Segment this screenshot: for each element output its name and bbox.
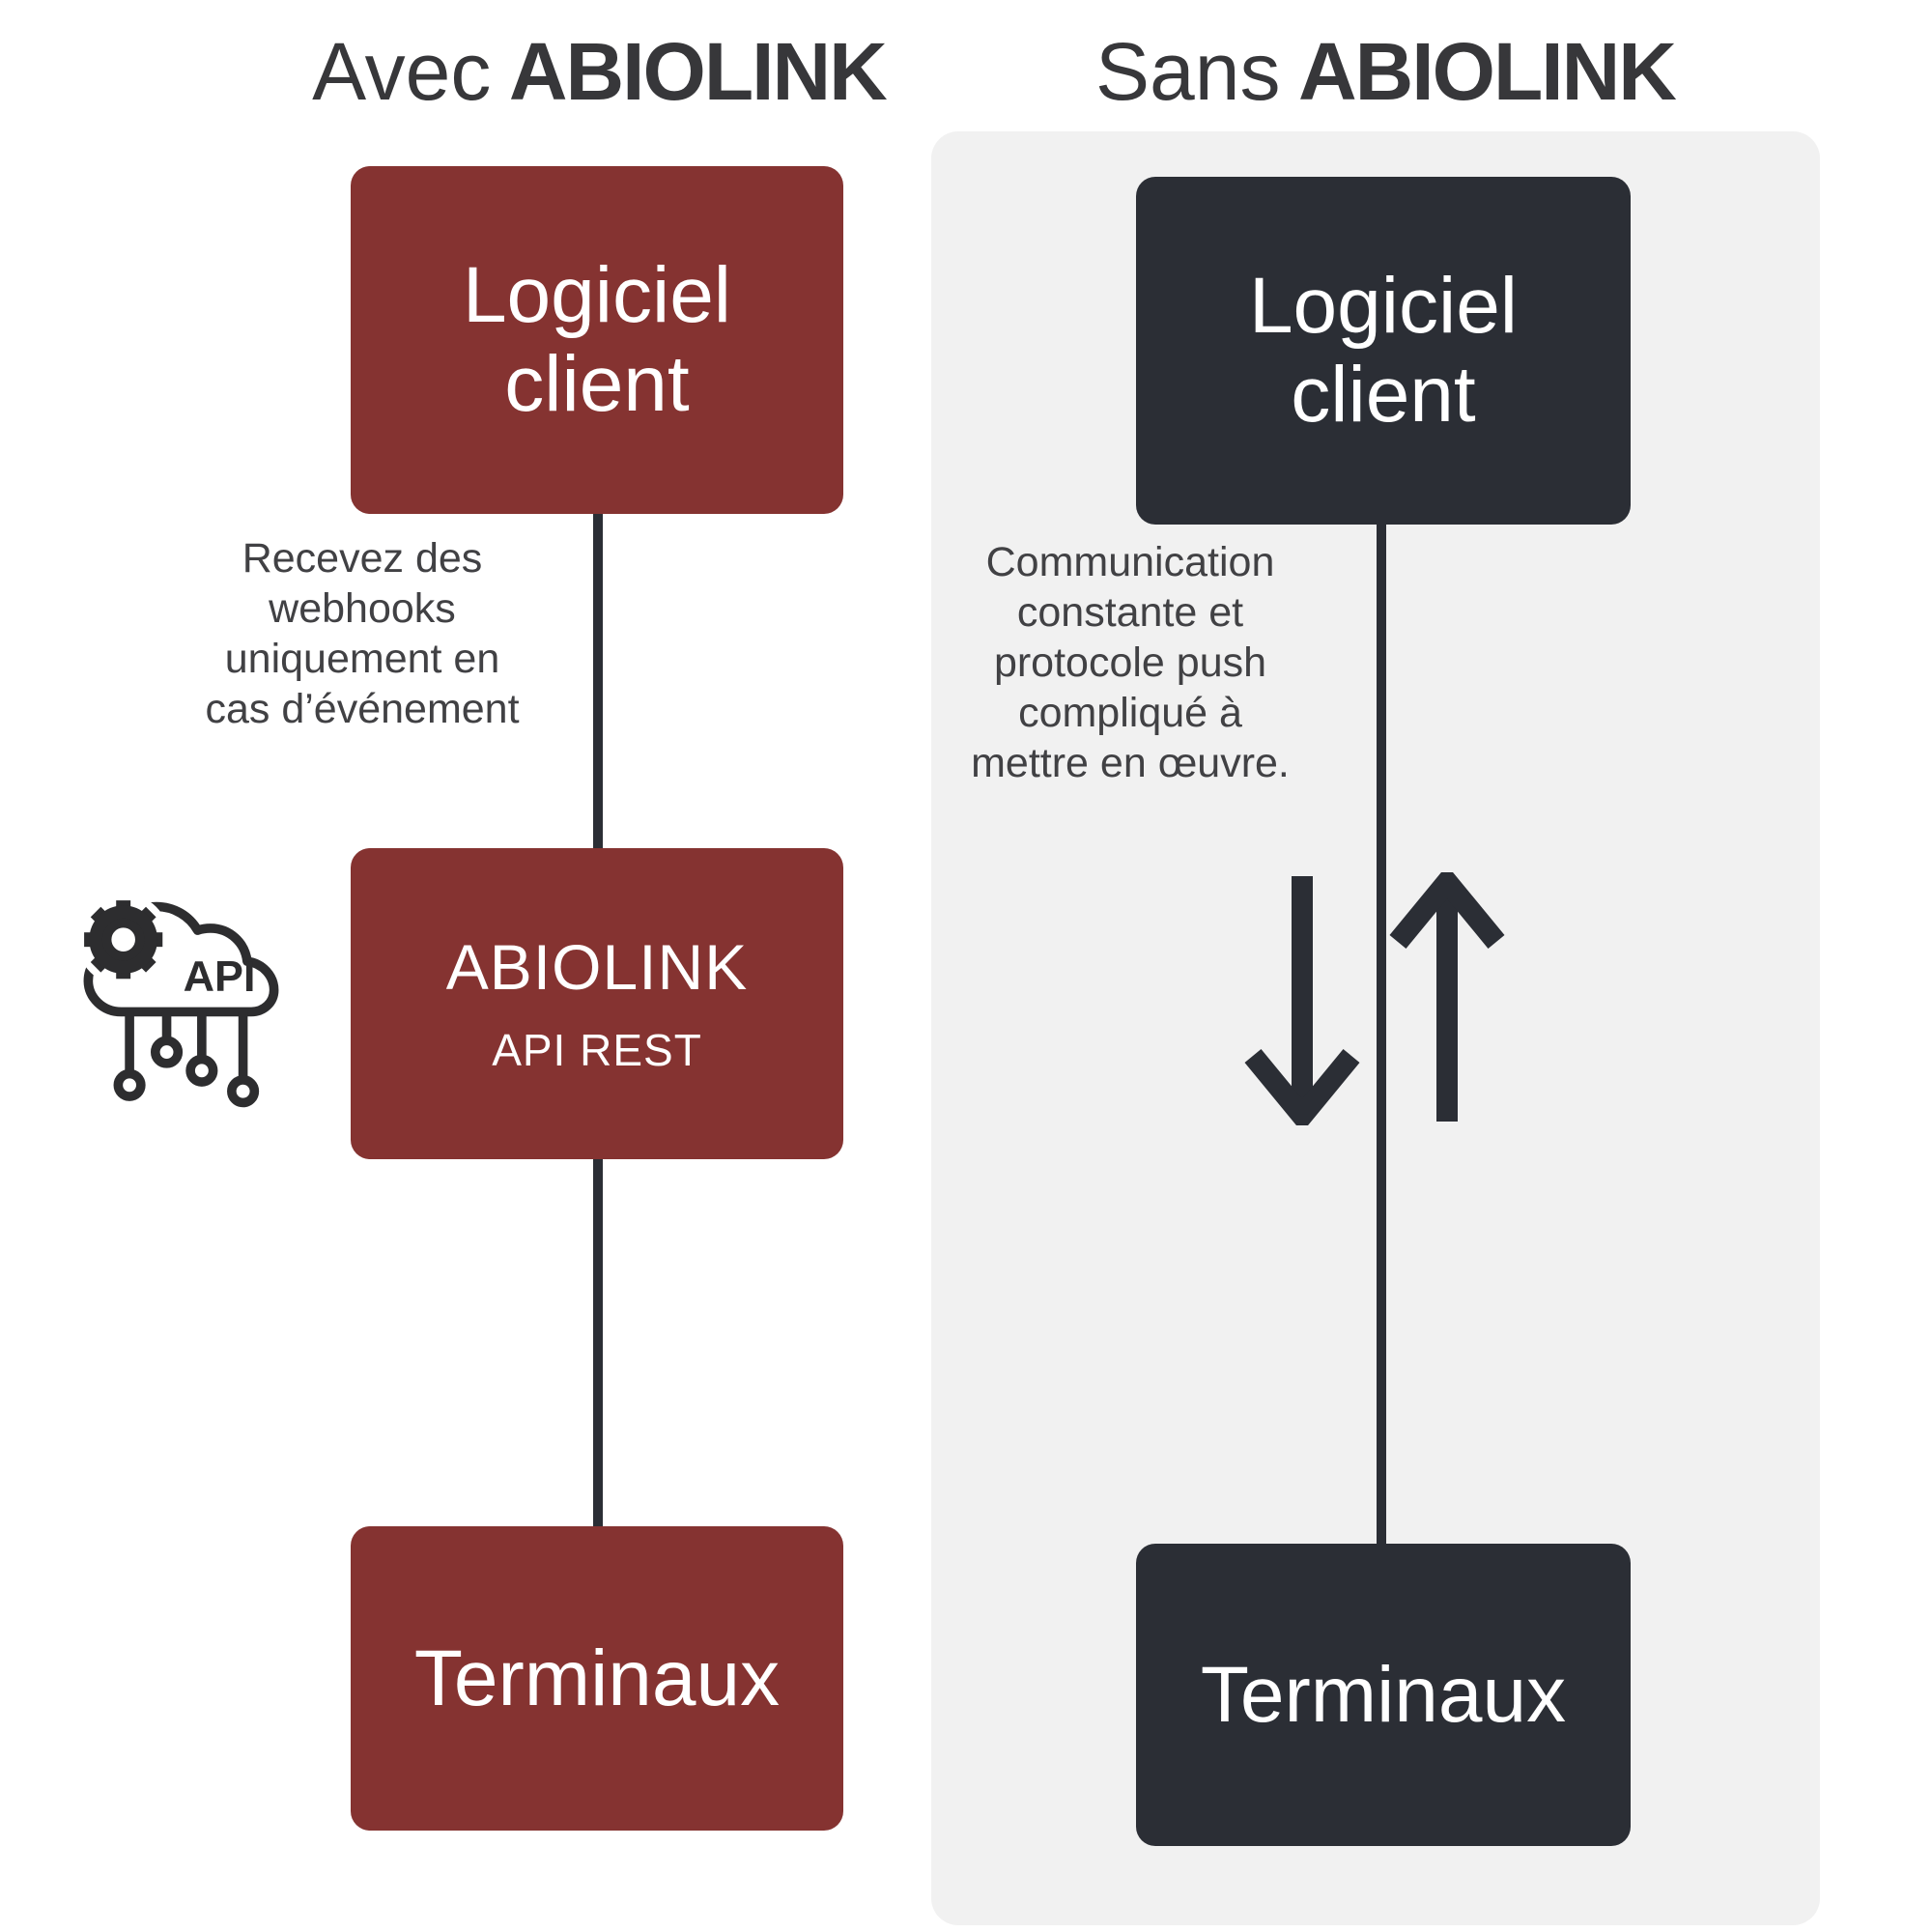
node-terminaux-left: Terminaux — [351, 1526, 843, 1831]
node-title: ABIOLINK — [445, 931, 749, 1003]
connector-line — [593, 1159, 603, 1526]
node-abiolink-api: ABIOLINK API REST — [351, 848, 843, 1159]
node-label: Logiciel client — [462, 251, 732, 428]
title-right-prefix: Sans — [1095, 26, 1281, 117]
down-arrow-icon — [1244, 876, 1360, 1125]
connector-line — [1377, 525, 1386, 1544]
node-logiciel-client-right: Logiciel client — [1136, 177, 1631, 525]
communication-annotation: Communication constante et protocole pus… — [971, 539, 1290, 786]
api-cloud-gear-icon: API — [76, 893, 279, 1108]
node-subtitle: API REST — [492, 1025, 702, 1075]
title-left-brand: ABIOLINK — [508, 26, 888, 117]
node-label: Terminaux — [1200, 1650, 1567, 1739]
node-terminaux-right: Terminaux — [1136, 1544, 1631, 1846]
gear-icon — [76, 893, 170, 986]
title-right-brand: ABIOLINK — [1297, 26, 1677, 117]
node-label: Logiciel client — [1248, 262, 1519, 439]
node-label: Terminaux — [413, 1634, 781, 1722]
node-logiciel-client-left: Logiciel client — [351, 166, 843, 514]
up-arrow-icon — [1389, 872, 1505, 1122]
webhooks-annotation: Recevez des webhooks uniquement en cas d… — [205, 535, 520, 732]
connector-line — [593, 514, 603, 848]
api-icon-label: API — [184, 952, 256, 1001]
title-left-prefix: Avec — [312, 26, 492, 117]
